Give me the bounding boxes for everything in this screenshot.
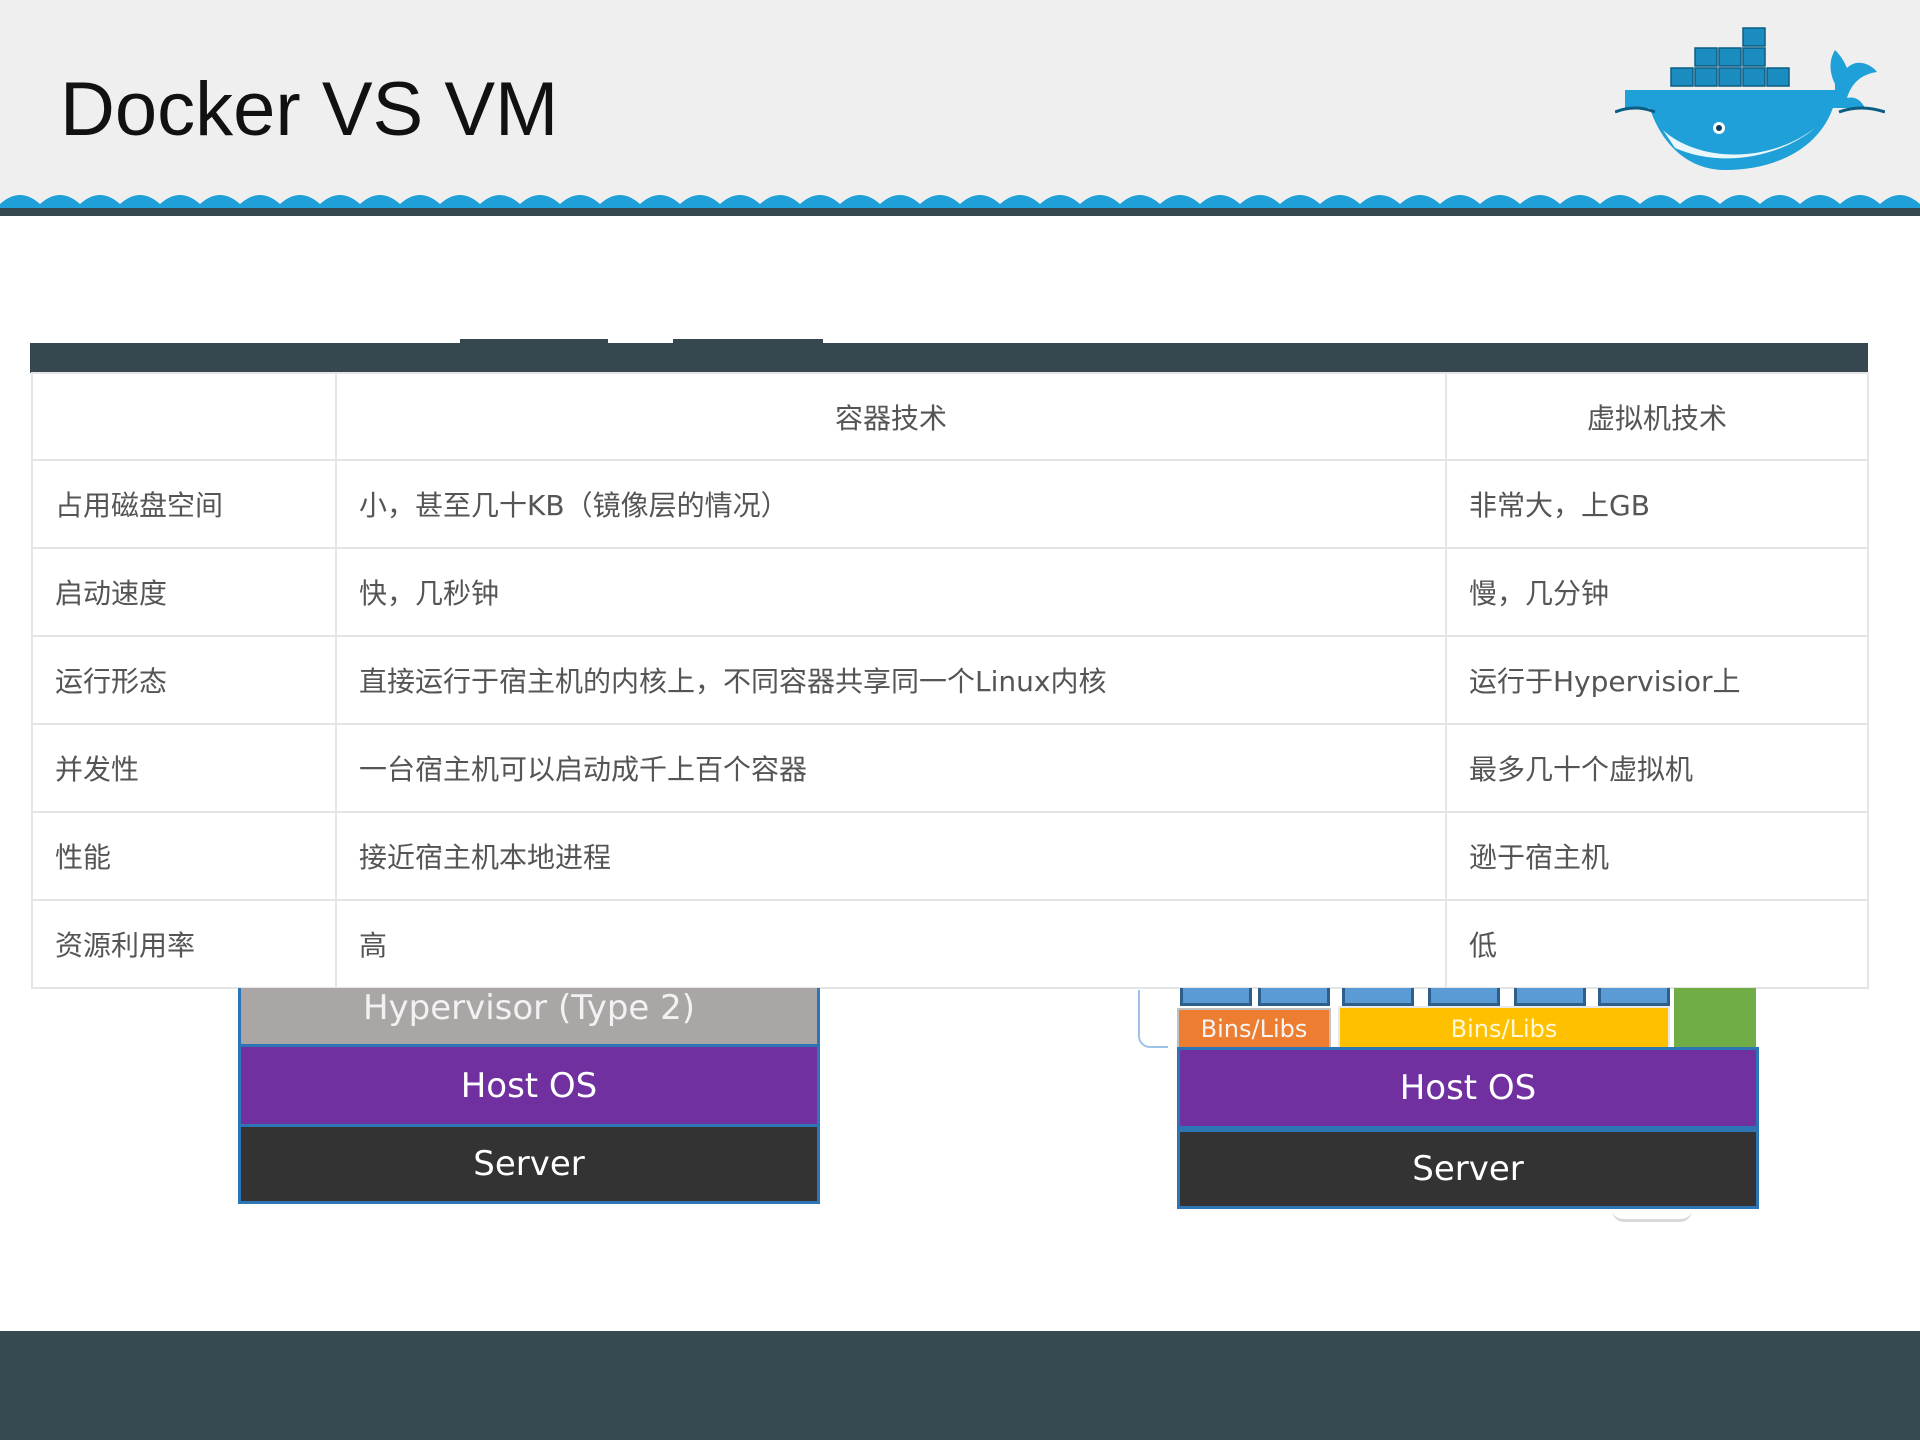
table-header-row: 容器技术 虚拟机技术 [31, 372, 1869, 461]
table-cell: 启动速度 [31, 547, 337, 637]
table-cell: 快，几秒钟 [335, 547, 1447, 637]
table-top-bar [30, 343, 1868, 373]
vm-server-layer: Server [238, 1124, 820, 1204]
slide-title: Docker VS VM [60, 67, 559, 152]
table-cell: 直接运行于宿主机的内核上，不同容器共享同一个Linux内核 [335, 635, 1447, 725]
docker-server-layer: Server [1177, 1129, 1759, 1209]
comparison-table: 容器技术 虚拟机技术 占用磁盘空间 小，甚至几十KB（镜像层的情况） 非常大，上… [31, 372, 1869, 989]
slide-header [0, 0, 1920, 214]
table-cell: 接近宿主机本地进程 [335, 811, 1447, 901]
table-cell: 资源利用率 [31, 899, 337, 989]
table-header-cell: 虚拟机技术 [1445, 372, 1869, 461]
table-row: 资源利用率 高 低 [31, 899, 1869, 989]
docker-engine-block [1674, 988, 1756, 1048]
bins-libs-block: Bins/Libs [1338, 1006, 1670, 1052]
table-cell: 慢，几分钟 [1445, 547, 1869, 637]
header-wave-border [0, 195, 1920, 216]
table-tab-marker [460, 339, 608, 345]
diagram-shadow [1612, 1210, 1692, 1222]
app-block [1598, 988, 1670, 1006]
diagram-bracket [1138, 990, 1168, 1048]
table-row: 占用磁盘空间 小，甚至几十KB（镜像层的情况） 非常大，上GB [31, 459, 1869, 549]
vm-host-os-layer: Host OS [238, 1044, 820, 1124]
app-block [1428, 988, 1500, 1006]
table-header-cell: 容器技术 [335, 372, 1447, 461]
slide-footer [0, 1331, 1920, 1440]
docker-whale-logo-icon [1615, 27, 1885, 170]
table-tab-marker [673, 339, 823, 345]
app-block [1180, 988, 1252, 1006]
table-row: 并发性 一台宿主机可以启动成千上百个容器 最多几十个虚拟机 [31, 723, 1869, 813]
table-cell: 性能 [31, 811, 337, 901]
table-cell: 运行形态 [31, 635, 337, 725]
table-row: 运行形态 直接运行于宿主机的内核上，不同容器共享同一个Linux内核 运行于Hy… [31, 635, 1869, 725]
app-block [1514, 988, 1586, 1006]
table-cell: 逊于宿主机 [1445, 811, 1869, 901]
table-header-cell [31, 372, 337, 461]
app-block [1258, 988, 1330, 1006]
vm-hypervisor-layer: Hypervisor (Type 2) [238, 988, 820, 1044]
table-cell: 低 [1445, 899, 1869, 989]
table-cell: 占用磁盘空间 [31, 459, 337, 549]
table-cell: 并发性 [31, 723, 337, 813]
table-row: 性能 接近宿主机本地进程 逊于宿主机 [31, 811, 1869, 901]
table-cell: 高 [335, 899, 1447, 989]
table-cell: 小，甚至几十KB（镜像层的情况） [335, 459, 1447, 549]
table-cell: 最多几十个虚拟机 [1445, 723, 1869, 813]
bins-libs-block: Bins/Libs [1177, 1008, 1331, 1050]
docker-host-os-layer: Host OS [1177, 1047, 1759, 1129]
app-block [1342, 988, 1414, 1006]
table-cell: 运行于Hypervisior上 [1445, 635, 1869, 725]
table-row: 启动速度 快，几秒钟 慢，几分钟 [31, 547, 1869, 637]
table-cell: 一台宿主机可以启动成千上百个容器 [335, 723, 1447, 813]
table-cell: 非常大，上GB [1445, 459, 1869, 549]
